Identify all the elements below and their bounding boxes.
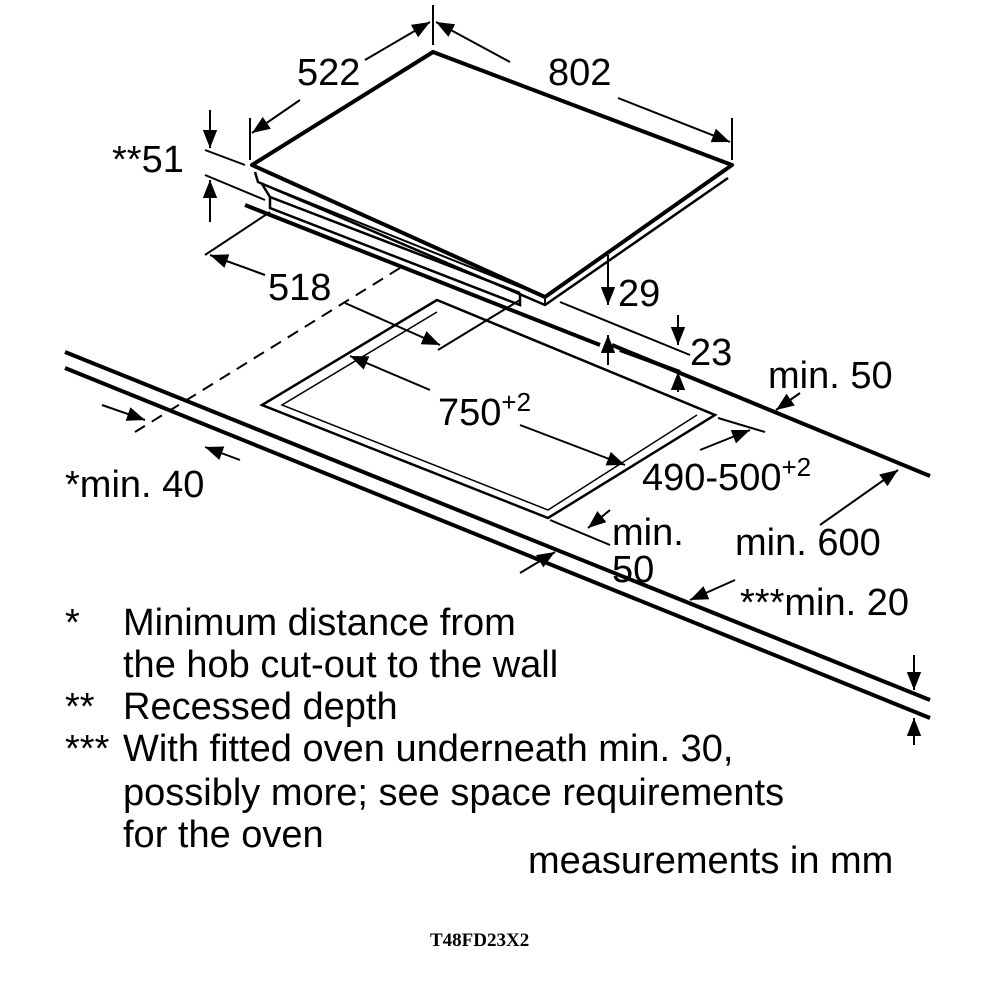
model-number: T48FD23X2 bbox=[430, 930, 530, 951]
units-note: measurements in mm bbox=[528, 840, 894, 882]
note-mark-2: ** bbox=[65, 686, 95, 728]
dim-width: 802 bbox=[548, 52, 611, 94]
dim-height-total: 29 bbox=[618, 273, 660, 315]
worktop-outline bbox=[64, 203, 931, 720]
dim-cutout-width-value: 750 bbox=[438, 392, 501, 434]
dim-wall-min: *min. 40 bbox=[65, 464, 204, 506]
note-3-line-1: With fitted oven underneath min. 30, bbox=[123, 728, 734, 770]
note-1-line-1: Minimum distance from bbox=[123, 602, 516, 644]
note-3-line-2: possibly more; see space requirements bbox=[123, 772, 785, 814]
hob-outline bbox=[250, 50, 734, 307]
dimension-lines bbox=[101, 5, 922, 745]
dim-recessed: **51 bbox=[112, 139, 184, 181]
dim-cutout-depth-tol: +2 bbox=[781, 452, 811, 482]
dim-cutout-depth: 490-500+2 bbox=[642, 452, 811, 499]
dim-worktop-thickness: ***min. 20 bbox=[740, 582, 909, 624]
dim-cutout-width: 750+2 bbox=[438, 387, 531, 434]
dim-cutout-depth-value: 490-500 bbox=[642, 457, 781, 499]
dim-worktop-depth: min. 600 bbox=[735, 522, 881, 564]
dim-cutout-width-tol: +2 bbox=[501, 387, 531, 417]
dim-depth: 522 bbox=[297, 52, 360, 94]
note-mark-3: *** bbox=[65, 728, 110, 770]
note-2-line-1: Recessed depth bbox=[123, 686, 398, 728]
dim-back-min: min. 50 bbox=[768, 355, 893, 397]
dim-front-min-label: min. bbox=[612, 512, 684, 554]
note-3-line-3: for the oven bbox=[123, 814, 324, 856]
dim-inner-depth: 518 bbox=[268, 267, 331, 309]
note-1-line-2: the hob cut-out to the wall bbox=[123, 644, 559, 686]
note-mark-1: * bbox=[65, 602, 80, 644]
dim-height-below: 23 bbox=[690, 332, 732, 374]
dim-front-min-value: 50 bbox=[612, 549, 654, 591]
